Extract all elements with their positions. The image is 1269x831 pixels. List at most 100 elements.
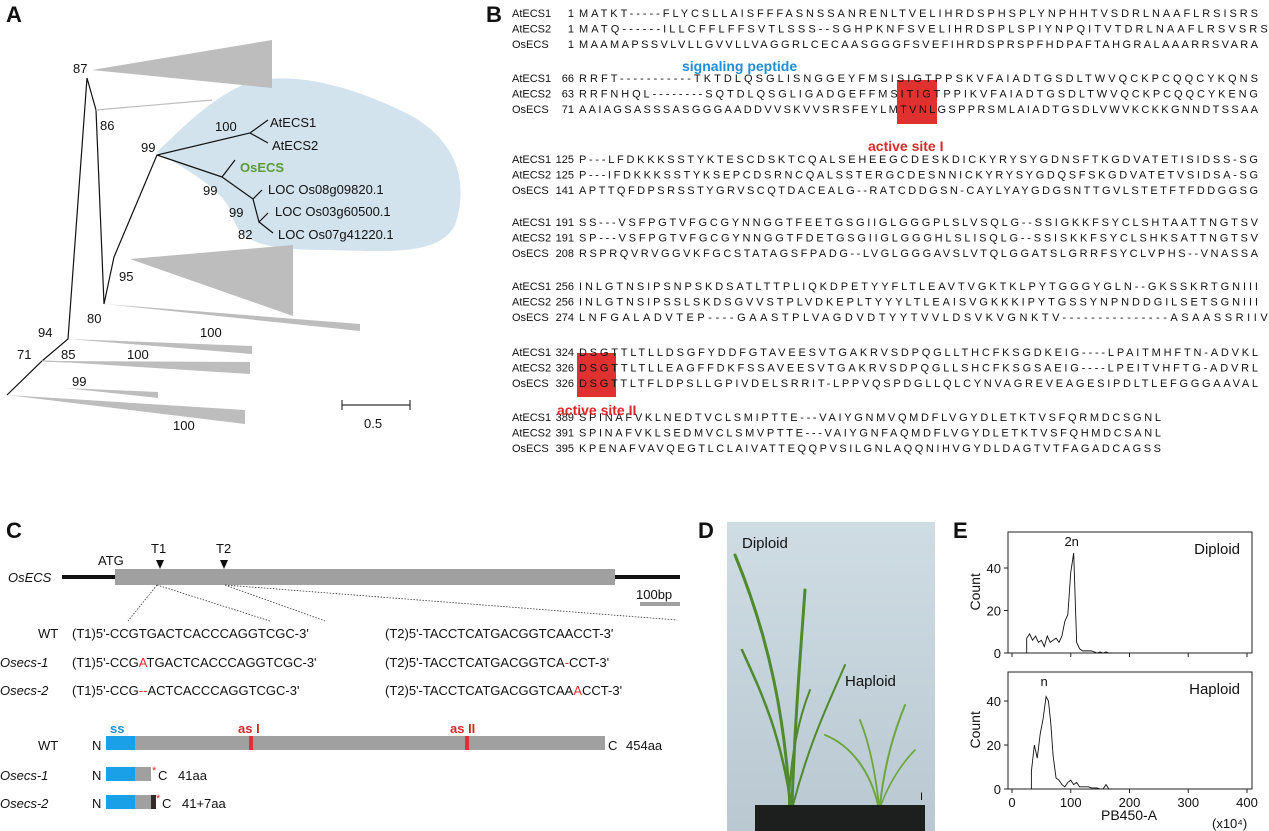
n-terminus: N xyxy=(92,768,101,783)
signal-peptide-domain xyxy=(106,767,135,781)
bootstrap-100: 100 xyxy=(200,325,222,340)
sequence-residues: DSGTTLTLLEAGFFDKFSSAVEESVTGAKRVSDPQGLLSH… xyxy=(579,363,1258,375)
panel-label-d: D xyxy=(698,518,714,543)
signal-peptide-domain xyxy=(106,736,135,750)
y-tick-label: 0 xyxy=(994,782,1001,797)
bootstrap-99: 99 xyxy=(229,205,243,220)
sequence-start-position: 208 xyxy=(556,248,574,260)
leaf-osecs: OsECS xyxy=(240,160,284,175)
sequence-name: AtECS2 xyxy=(512,363,551,375)
tree-branches xyxy=(6,77,274,396)
haploid-plant xyxy=(824,704,916,806)
sequence-name: OsECS xyxy=(512,378,549,390)
panel-c-gene-structure: C OsECS ATG T1 T2 100bp WT (T1)5'-CCGTGA… xyxy=(0,518,680,811)
n-terminus: N xyxy=(92,738,101,753)
y-axis-label: Count xyxy=(967,573,983,610)
sequence-residues: INLGTNSIPSSLSKDSGVVSTPLVDKEPLTYYYLTLEAIS… xyxy=(579,297,1258,309)
panel-label-a: A xyxy=(6,2,22,27)
sequence-residues: P---IFDKKKSSTYKSEPCDSRNCQALSSTERGCDESNNI… xyxy=(579,170,1258,182)
sequence-name: AtECS2 xyxy=(512,89,551,101)
clade-highlight xyxy=(157,78,461,252)
sequence-start-position: 1 xyxy=(568,8,574,20)
sequence-residues: SP---VSFPGTVFGCGYNNGGTFDETGSGIIGLGGGHLSL… xyxy=(579,233,1259,245)
x-tick-label: 300 xyxy=(1177,795,1199,810)
wt-t1: (T1)5'-CCGTGACTCACCCAGGTCGC-3' xyxy=(72,626,309,641)
sequence-name: OsECS xyxy=(512,248,549,260)
wt-label: WT xyxy=(38,626,58,641)
panel-d-plant-photo: D Diploid Haploid I xyxy=(698,518,935,831)
sequence-start-position: 1 xyxy=(568,39,574,51)
protein-osecs1-length: 41aa xyxy=(178,768,208,783)
protein-osecs1-label: Osecs-1 xyxy=(0,768,48,783)
sequence-name: AtECS2 xyxy=(512,297,551,309)
protein-wt-length: 454aa xyxy=(626,738,663,753)
sequence-residues: APTTQFDPSRSSTYGRVSCQTDACEALG--RATCDDGSN-… xyxy=(579,185,1258,197)
plot-title: Haploid xyxy=(1189,681,1240,698)
scale-bar xyxy=(341,400,411,410)
sequence-name: OsECS xyxy=(512,104,549,116)
sequence-start-position: 256 xyxy=(556,297,574,309)
osecs2-t1: (T1)5'-CCG--ACTCACCCAGGTCGC-3' xyxy=(72,683,299,698)
sequence-residues: RRFNHQL--------SQTDLQSGLIGADGEFFMSITIGTP… xyxy=(579,89,1258,101)
protein-osecs2-length: 41+7aa xyxy=(182,796,227,811)
osecs1-t2: (T2)5'-TACCTCATGACGGTCA-CCT-3' xyxy=(385,655,609,670)
sequence-residues: DSGTTLTLLDSGFYDDFGTAVEESVTGAKRVSDPQGLLTH… xyxy=(579,347,1258,359)
sequence-start-position: 274 xyxy=(556,312,574,324)
sequence-residues: SPINAFVKLNEDTVCLSMIPTTE---VAIYGNMVQMDFLV… xyxy=(579,412,1161,424)
sequence-start-position: 324 xyxy=(556,347,574,359)
bootstrap-87: 87 xyxy=(73,61,87,76)
sequence-residues: LNFGALADVTEP----GAASTPLVAGDVDTYYTVVLDSVK… xyxy=(579,312,1268,324)
sequence-start-position: 326 xyxy=(556,378,574,390)
sequence-start-position: 191 xyxy=(556,233,574,245)
sequence-name: AtECS1 xyxy=(512,412,551,424)
sequence-start-position: 1 xyxy=(568,24,574,36)
photo-background xyxy=(727,522,935,831)
sequence-name: AtECS2 xyxy=(512,233,551,245)
sequence-start-position: 141 xyxy=(556,185,574,197)
scale-bar-bp xyxy=(640,602,680,606)
sequence-name: AtECS1 xyxy=(512,217,551,229)
bootstrap-99: 99 xyxy=(203,183,217,198)
active-site-1-mark xyxy=(249,736,253,750)
signaling-peptide-label: signaling peptide xyxy=(682,58,797,74)
gene-name: OsECS xyxy=(8,570,52,585)
x-axis-label: PB450-A xyxy=(1101,807,1158,823)
frameshift-region xyxy=(151,795,156,809)
truncated-region xyxy=(135,795,151,809)
sequence-name: AtECS2 xyxy=(512,24,551,36)
sequence-residues: RSPRQVRVGGVKFGCSTATAGSFPADG--LVGLGGGAVSL… xyxy=(579,248,1259,260)
sequence-name: OsECS xyxy=(512,312,549,324)
y-tick-label: 20 xyxy=(987,604,1001,619)
sequence-residues: RRFT-----------TKTDLQSGLISNGGEYFMSISIGTP… xyxy=(579,73,1258,85)
n-terminus: N xyxy=(92,796,101,811)
osecs1-label: Osecs-1 xyxy=(0,655,48,670)
sequence-start-position: 63 xyxy=(562,89,574,101)
photo-scale-mark: I xyxy=(920,791,923,803)
active-site-1-label: active site I xyxy=(868,138,944,154)
bootstrap-94: 94 xyxy=(38,325,52,340)
osecs2-label: Osecs-2 xyxy=(0,683,49,698)
pot xyxy=(755,805,925,831)
sequence-name: AtECS1 xyxy=(512,154,551,166)
active-site-2-highlight xyxy=(577,353,616,397)
osecs2-t2: (T2)5'-TACCTCATGACGGTCAAACCT-3' xyxy=(385,683,622,698)
sequence-residues: INLGTNSIPSNPSKDSATLTTPLIQKDPETYYFLTLEAVT… xyxy=(579,281,1258,293)
leaf-loc-os08g09820: LOC Os08g09820.1 xyxy=(268,182,384,197)
x-tick-label: 400 xyxy=(1236,795,1258,810)
protein-osecs2-label: Osecs-2 xyxy=(0,796,49,811)
sequence-name: AtECS1 xyxy=(512,8,551,20)
x-tick-label: 100 xyxy=(1060,795,1082,810)
plot-title: Diploid xyxy=(1194,541,1240,558)
sequence-start-position: 125 xyxy=(556,154,574,166)
x-tick-label: 0 xyxy=(1008,795,1015,810)
as2-label: as II xyxy=(450,721,475,736)
bootstrap-82: 82 xyxy=(238,227,252,242)
diploid-label: Diploid xyxy=(742,535,788,552)
sequence-start-position: 326 xyxy=(556,363,574,375)
leaf-loc-os07g41220: LOC Os07g41220.1 xyxy=(278,227,394,242)
bootstrap-99: 99 xyxy=(72,374,86,389)
scale-label-bp: 100bp xyxy=(636,587,672,602)
zoom-lines xyxy=(127,584,678,622)
